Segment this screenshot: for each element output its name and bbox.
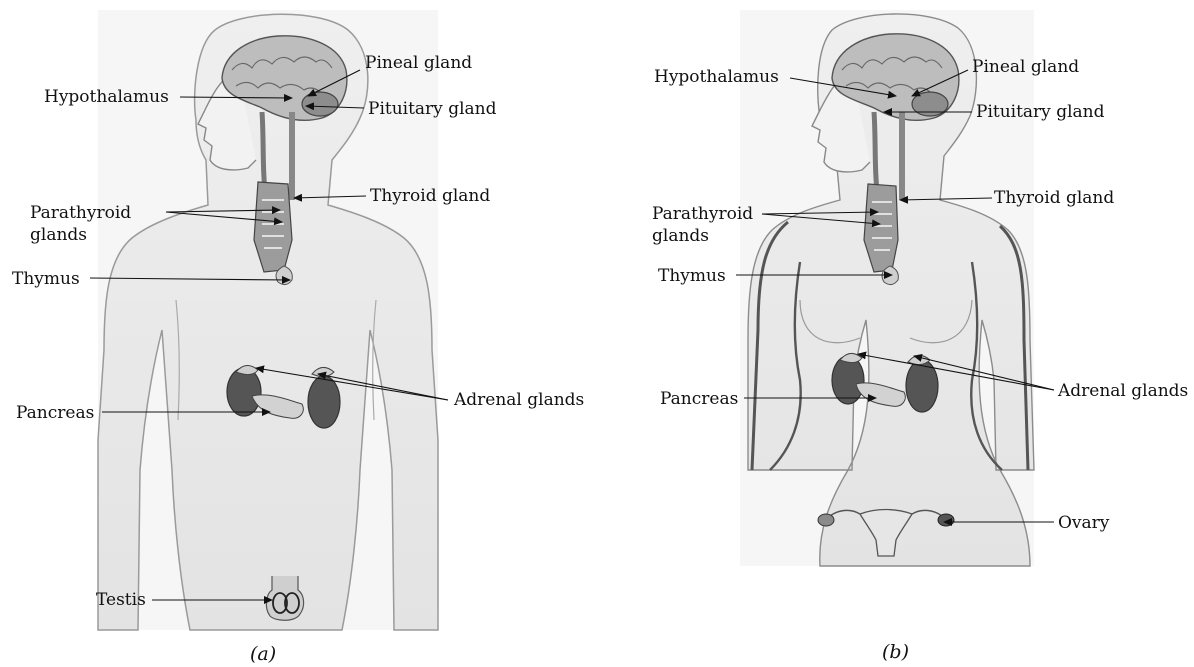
label-pancreas-b: Pancreas bbox=[660, 389, 738, 409]
label-testis-a: Testis bbox=[96, 590, 146, 610]
label-parathyroid-b: Parathyroid bbox=[652, 204, 753, 224]
male-thyroid-trachea bbox=[254, 182, 292, 272]
label-ovary-b: Ovary bbox=[1058, 513, 1110, 533]
female-ovary-right bbox=[938, 514, 954, 526]
label-hypothalamus-b: Hypothalamus bbox=[654, 67, 779, 87]
label-hypothalamus-a: Hypothalamus bbox=[44, 87, 169, 107]
label-pancreas-a: Pancreas bbox=[16, 403, 94, 423]
label-parathyroid-a: Parathyroid bbox=[30, 203, 131, 223]
label-glands-a: glands bbox=[30, 225, 87, 245]
label-adrenal-glands-b: Adrenal glands bbox=[1057, 381, 1188, 401]
figure-female: Pineal gland Hypothalamus Pituitary glan… bbox=[652, 10, 1188, 663]
figure-male: Pineal gland Hypothalamus Pituitary glan… bbox=[12, 10, 584, 665]
label-pituitary-gland-b: Pituitary gland bbox=[976, 102, 1105, 122]
female-ovary-left bbox=[818, 514, 834, 526]
label-pineal-gland-b: Pineal gland bbox=[972, 57, 1079, 77]
label-pituitary-gland-a: Pituitary gland bbox=[368, 99, 497, 119]
male-cerebellum bbox=[302, 92, 338, 116]
label-thymus-b: Thymus bbox=[658, 266, 726, 286]
label-thyroid-gland-b: Thyroid gland bbox=[994, 188, 1114, 208]
caption-b: (b) bbox=[882, 641, 909, 663]
label-pineal-gland-a: Pineal gland bbox=[365, 53, 472, 73]
male-left-kidney bbox=[227, 368, 261, 416]
label-thyroid-gland-a: Thyroid gland bbox=[370, 186, 490, 206]
male-right-kidney bbox=[308, 376, 340, 428]
label-glands-b: glands bbox=[652, 226, 709, 246]
caption-a: (a) bbox=[250, 643, 276, 665]
label-adrenal-glands-a: Adrenal glands bbox=[453, 390, 584, 410]
female-left-kidney bbox=[832, 356, 864, 404]
label-thymus-a: Thymus bbox=[12, 269, 80, 289]
